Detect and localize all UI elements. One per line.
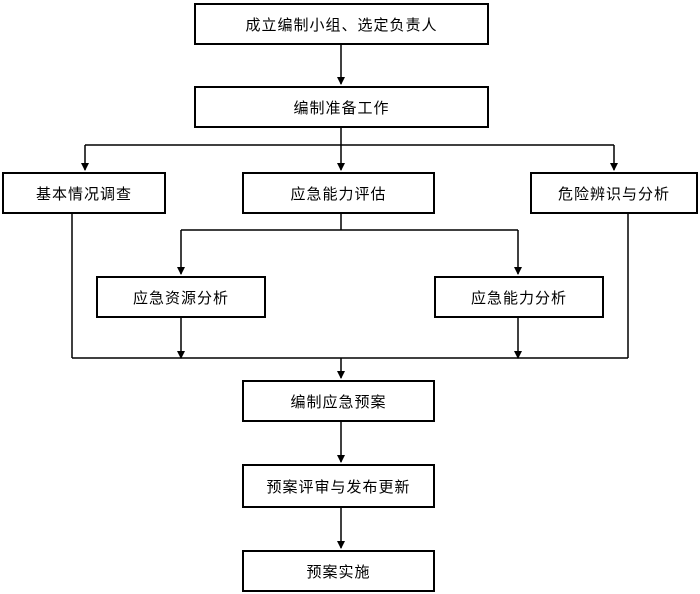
- node-implement: 预案实施: [242, 550, 435, 592]
- node-hazard-id: 危险辨识与分析: [530, 172, 698, 214]
- node-emergency-assess: 应急能力评估: [242, 172, 435, 214]
- node-form-team: 成立编制小组、选定负责人: [194, 3, 489, 45]
- node-resource-analysis: 应急资源分析: [96, 276, 266, 318]
- node-prep-work: 编制准备工作: [194, 86, 489, 128]
- node-compile-plan: 编制应急预案: [242, 380, 435, 422]
- node-capability-analysis: 应急能力分析: [434, 276, 604, 318]
- node-basic-survey: 基本情况调查: [2, 172, 166, 214]
- node-review-publish: 预案评审与发布更新: [242, 464, 435, 508]
